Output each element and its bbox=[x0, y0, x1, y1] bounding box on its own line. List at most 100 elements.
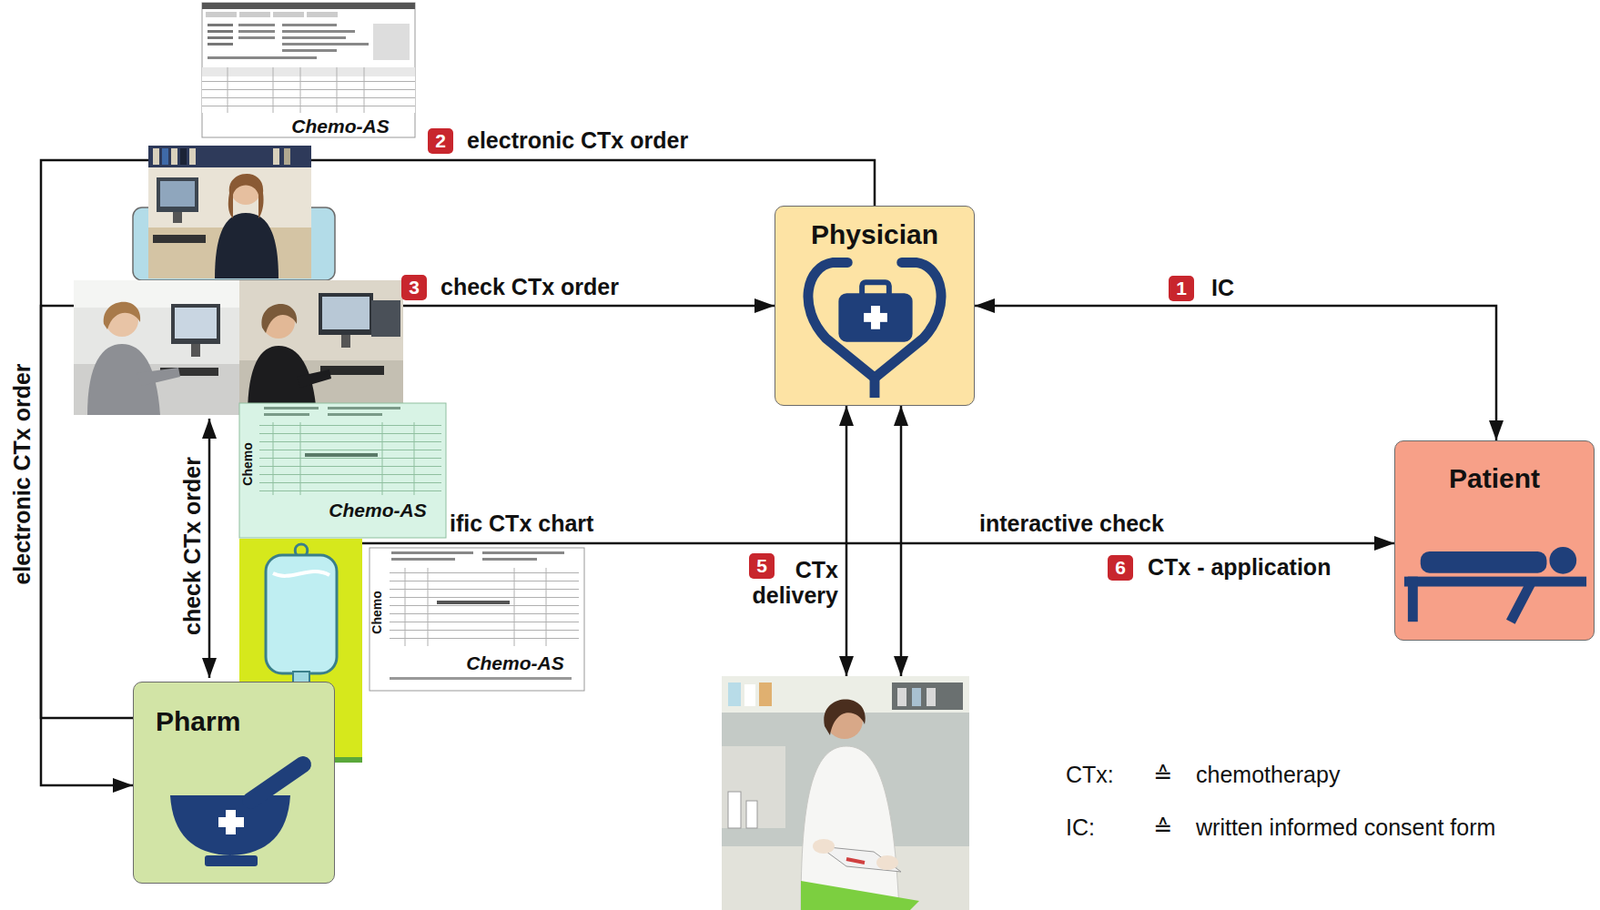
office-photo bbox=[162, 148, 169, 165]
nurse-photo bbox=[846, 859, 865, 863]
software-screenshot bbox=[282, 42, 369, 46]
chemo-chart bbox=[414, 422, 416, 496]
office-photo bbox=[322, 296, 370, 330]
abbreviation: CTx: bbox=[1065, 762, 1114, 789]
nurse-photo bbox=[897, 688, 907, 707]
flow-arrow bbox=[900, 405, 903, 677]
role-box: Physician bbox=[774, 205, 975, 406]
chemo-chart bbox=[327, 406, 401, 410]
software-screenshot bbox=[205, 11, 237, 18]
software-screenshot bbox=[202, 67, 416, 77]
software-screenshot bbox=[238, 23, 275, 27]
flow-label: CTx - application bbox=[1145, 555, 1333, 581]
chemo-chart bbox=[436, 600, 510, 605]
nurse-photo bbox=[721, 676, 970, 910]
software-screenshot bbox=[364, 67, 365, 113]
office-photo bbox=[73, 280, 240, 308]
nurse-photo bbox=[823, 698, 865, 736]
office-photo bbox=[148, 145, 312, 279]
flow-label: IC bbox=[1209, 275, 1236, 302]
chemo-chart bbox=[482, 557, 537, 561]
patient-icon bbox=[1404, 577, 1587, 588]
chemo-chart bbox=[546, 567, 547, 647]
node-title: Physician bbox=[810, 219, 939, 250]
nurse-photo bbox=[911, 688, 922, 707]
office-photo bbox=[239, 280, 404, 416]
nurse-photo bbox=[728, 791, 741, 829]
chemo-chart bbox=[405, 567, 406, 647]
chemo-chart bbox=[369, 547, 585, 691]
office-photo bbox=[160, 181, 195, 207]
office-photo bbox=[171, 303, 221, 345]
flow-arrow bbox=[208, 418, 212, 679]
flow-arrow bbox=[40, 305, 775, 719]
callout-number: 6 bbox=[1107, 555, 1134, 581]
software-screenshot bbox=[306, 11, 338, 18]
physician-icon bbox=[808, 262, 942, 378]
office-photo bbox=[73, 280, 240, 416]
patient-icon bbox=[1407, 577, 1418, 623]
nurse-photo bbox=[891, 682, 963, 710]
nurse-photo bbox=[721, 746, 786, 829]
nurse-photo bbox=[759, 682, 772, 707]
chemo-chart bbox=[382, 422, 384, 496]
role-box: Patient bbox=[1394, 440, 1595, 641]
callout-number: 2 bbox=[427, 128, 454, 154]
logo-text: Chemo-AS bbox=[291, 115, 389, 137]
software-screenshot bbox=[282, 49, 337, 52]
patient-icon bbox=[1510, 584, 1531, 623]
software-screenshot bbox=[207, 42, 233, 46]
node-title: Pharm bbox=[155, 706, 241, 737]
office-photo bbox=[156, 177, 199, 213]
nurse-photo bbox=[876, 855, 899, 871]
office-photo bbox=[152, 148, 160, 165]
software-screenshot bbox=[282, 36, 346, 40]
office-photo bbox=[172, 212, 183, 223]
nurse-photo bbox=[721, 676, 970, 910]
software-screenshot bbox=[273, 67, 274, 113]
office-photo bbox=[261, 303, 297, 334]
patient-icon bbox=[1420, 551, 1548, 574]
software-screenshot bbox=[202, 76, 416, 113]
chemo-chart bbox=[327, 413, 383, 416]
office-photo bbox=[214, 212, 279, 279]
physician-icon bbox=[838, 293, 912, 343]
chemo-chart bbox=[369, 547, 585, 691]
chemo-chart bbox=[239, 403, 446, 538]
office-photo bbox=[228, 173, 264, 219]
software-screenshot bbox=[238, 36, 275, 40]
office-photo bbox=[191, 344, 201, 357]
office-photo bbox=[136, 367, 181, 386]
abbreviation-meaning: chemotherapy bbox=[1195, 762, 1340, 789]
nurse-photo bbox=[728, 682, 741, 707]
equivalence-sign: ≙ bbox=[1154, 762, 1174, 789]
chart-text: Chemo bbox=[370, 590, 385, 634]
chemo-chart bbox=[427, 567, 429, 647]
software-screenshot bbox=[227, 67, 229, 113]
office-photo bbox=[239, 280, 404, 416]
chemo-chart bbox=[391, 557, 456, 561]
nurse-photo bbox=[746, 800, 758, 829]
software-screenshot bbox=[207, 30, 233, 33]
office-photo bbox=[148, 145, 312, 279]
chemo-chart bbox=[263, 413, 310, 416]
chemo-chart bbox=[259, 422, 442, 496]
software-screenshot bbox=[373, 23, 410, 61]
abbreviation: IC: bbox=[1065, 815, 1095, 841]
flow-label: ific CTx chart bbox=[447, 511, 596, 537]
callout-number: 3 bbox=[401, 274, 427, 301]
flow-label: electronic CTx order bbox=[465, 128, 690, 154]
chemo-chart bbox=[304, 453, 378, 457]
software-screenshot bbox=[202, 2, 416, 138]
software-screenshot bbox=[300, 67, 302, 113]
flow-label: check CTx order bbox=[438, 274, 621, 301]
software-screenshot bbox=[202, 2, 416, 10]
office-photo bbox=[341, 334, 351, 348]
nurse-photo bbox=[744, 684, 756, 707]
flow-label: check CTx order bbox=[180, 456, 206, 636]
office-photo bbox=[174, 307, 217, 339]
software-screenshot bbox=[273, 11, 304, 18]
equivalence-sign: ≙ bbox=[1154, 815, 1174, 841]
role-box: Pharm bbox=[132, 681, 335, 884]
